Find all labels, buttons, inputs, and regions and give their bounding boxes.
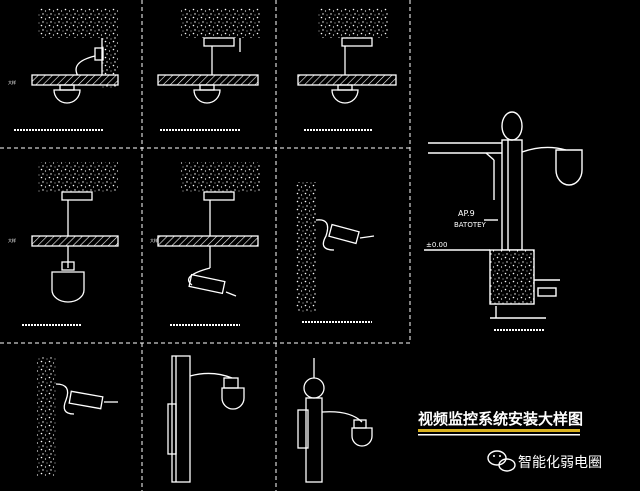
title-block: 视频监控系统安装大样图: [418, 410, 583, 436]
detail-pendant-dome: 大样: [8, 162, 119, 326]
ground-level-label: ±0.00: [426, 241, 447, 249]
watermark: 智能化弱电圈: [487, 450, 602, 472]
grid-lines: [0, 0, 411, 491]
detail-pole-arm-dome: [167, 355, 245, 483]
wechat-icon: [487, 450, 516, 472]
detail-ceiling-bullet: 大样: [150, 162, 260, 326]
left-label-2: 大样: [8, 237, 16, 243]
pole-type-label: BATOTEY: [454, 221, 487, 229]
detail-ceiling-bracket-dome: [157, 8, 260, 131]
pole-height-label: AP.9: [458, 209, 475, 218]
drawing-title: 视频监控系统安装大样图: [418, 410, 583, 428]
detail-pole-top-sphere: [297, 358, 373, 483]
detail-wall-bracket-dome: 大样: [8, 8, 119, 131]
title-underline-yellow: [418, 429, 580, 432]
detail-ceiling-dome: [297, 8, 397, 131]
title-underline-white: [418, 434, 580, 436]
detail-wall-bullet: [296, 182, 375, 323]
watermark-text: 智能化弱电圈: [518, 455, 602, 471]
detail-large-pole: AP.9 BATOTEY ±0.00: [424, 111, 583, 331]
left-label-1: 大样: [8, 79, 16, 85]
detail-wall-bullet-lower: [36, 356, 118, 476]
left-label-3: 大样: [150, 237, 158, 243]
